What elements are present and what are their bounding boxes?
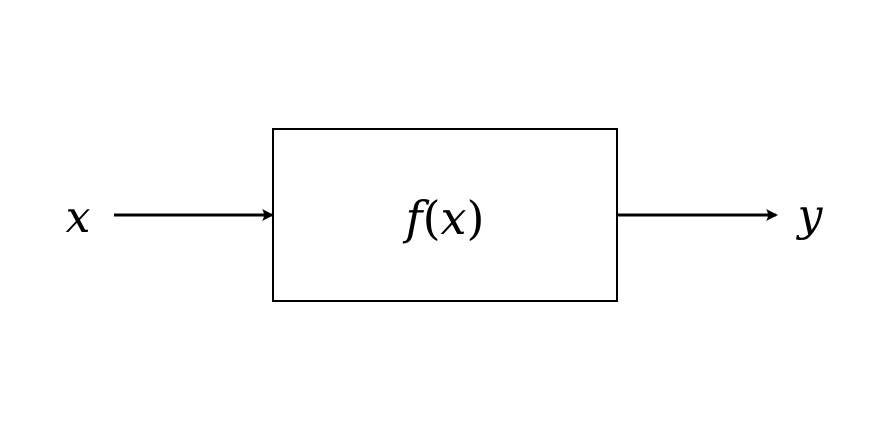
output-label: y <box>796 190 824 241</box>
function-argument: x <box>441 191 467 245</box>
close-paren: ) <box>466 191 484 245</box>
function-block <box>272 128 618 302</box>
open-paren: ( <box>423 191 441 245</box>
input-label: x <box>66 192 91 243</box>
function-label: f(x) <box>403 191 485 245</box>
